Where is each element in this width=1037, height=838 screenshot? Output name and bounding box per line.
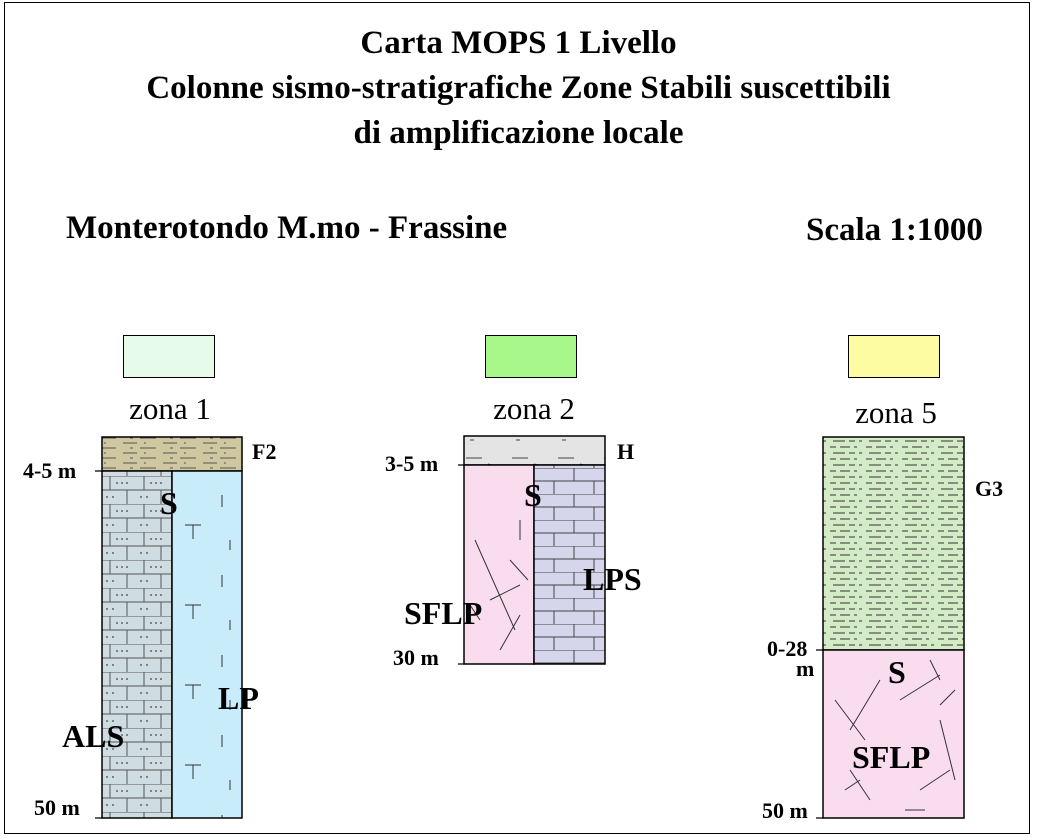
zona-1-LP-label: LP [218,680,259,716]
zona-2-bottom-depth: 30 m [393,645,439,670]
zona-5-swatch [848,335,940,378]
layer-G3 [822,436,965,651]
zona-2-H-label: H [617,439,635,464]
title-line-1: Carta MOPS 1 Livello [360,25,677,61]
column-zona-5 [822,436,965,819]
zona-1-contact-label: S [160,485,178,521]
layer-F2 [101,436,243,472]
layer-LP [171,470,243,819]
layer-LPS [533,464,606,665]
zona-1-label: zona 1 [129,391,211,426]
zona-5-top-depth-1: 0-28 [767,636,808,661]
zona-2-label: zona 2 [493,391,575,426]
zona-5-G3-label: G3 [975,476,1004,501]
zona-1-F2-label: F2 [252,439,277,464]
title-line-3: di amplificazione locale [353,115,684,151]
zona-5-SFLP-label: SFLP [852,739,931,775]
zona-2-contact-label: S [524,477,542,513]
layer-H [463,435,606,466]
column-zona-2 [463,435,606,665]
zona-5-bottom-depth: 50 m [762,798,808,823]
layer-SFLP-2 [463,464,535,665]
zona-2-swatch [485,335,577,378]
figure-frame [4,2,1030,834]
column-zona-1 [101,436,243,819]
zona-5-label: zona 5 [855,395,937,430]
location-label: Monterotondo M.mo - Frassine [66,210,508,246]
scale-label: Scala 1:1000 [806,212,983,248]
layer-ALS [101,470,173,819]
zona-2-top-depth: 3-5 m [385,451,439,476]
zona-1-top-depth: 4-5 m [23,458,77,483]
zona-1-bottom-depth: 50 m [34,795,80,820]
zona-1-ALS-label: ALS [62,718,125,754]
layer-SFLP-5 [822,649,965,819]
zona-2-LPS-label: LPS [583,561,642,597]
zona-5-top-depth-2: m [796,656,815,681]
zona-1-swatch [123,335,215,378]
zona-5-contact-label: S [888,654,906,690]
title-line-2: Colonne sismo-stratigrafiche Zone Stabil… [146,70,891,106]
zona-2-SFLP-label: SFLP [404,595,483,631]
